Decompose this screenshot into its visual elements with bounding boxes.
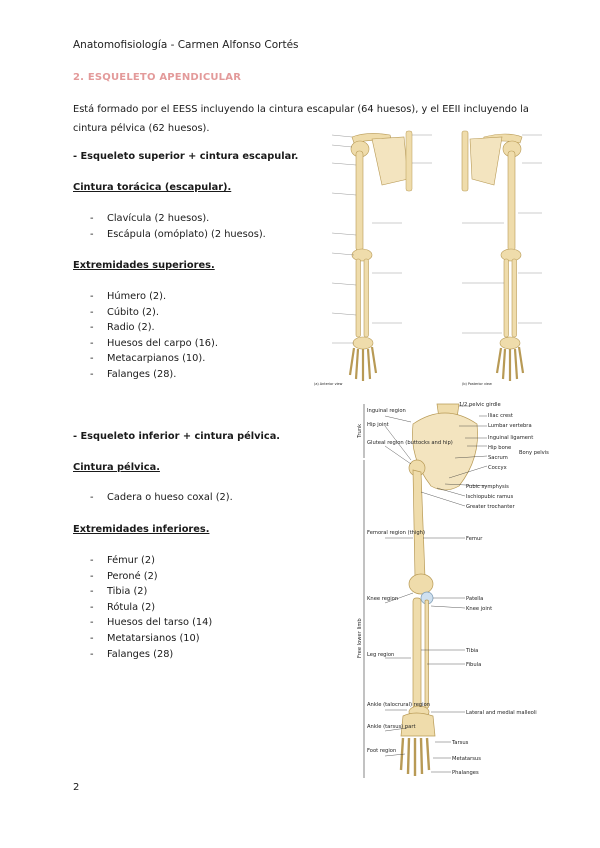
shoulder-girdle-title: Cintura torácica (escapular). (73, 182, 232, 193)
upper-limb-title: Extremidades superiores. (73, 260, 215, 271)
upper-skeleton-heading: - Esqueleto superior + cintura escapular… (73, 151, 299, 162)
list-item: -Cúbito (2). (90, 306, 159, 318)
list-item: -Falanges (28) (90, 648, 174, 660)
caption-anterior: (a) Anterior view (314, 382, 343, 386)
upper-limb-skeleton-figure: (a) Anterior view (b) Posterior view (312, 123, 564, 388)
label-tarsus: Tarsus (451, 740, 469, 746)
label-metatarsus: Metatarsus (452, 756, 481, 762)
anterior-vertebra (405, 130, 413, 192)
page-header: Anatomofisiología - Carmen Alfonso Corté… (73, 39, 299, 51)
label-hip-joint: Hip joint (367, 422, 389, 428)
section-title: 2. ESQUELETO APENDICULAR (73, 72, 242, 83)
label-iliac-crest: Iliac crest (488, 413, 513, 419)
list-item: -Huesos del tarso (14) (90, 617, 213, 629)
list-item: -Peroné (2) (90, 570, 158, 582)
label-pubic-symphysis: Pubic symphysis (466, 484, 509, 490)
list-item: -Rótula (2) (90, 601, 156, 613)
label-greater-trochanter: Greater trochanter (466, 504, 515, 510)
label-gluteal-region: Gluteal region (buttocks and hip) (367, 440, 453, 446)
label-half-pelvic-girdle: 1/2 pelvic girdle (459, 402, 501, 408)
list-item: -Fémur (2) (90, 555, 155, 566)
list-item: -Húmero (2). (90, 291, 167, 302)
label-malleoli: Lateral and medial malleoli (466, 710, 537, 716)
label-coccyx: Coccyx (488, 465, 507, 471)
trunk-side-label: Trunk (357, 424, 363, 439)
lower-limb-bones (399, 403, 478, 776)
posterior-arm (461, 130, 525, 381)
label-fibula: Fibula (466, 662, 481, 668)
lower-limb-skeleton-figure: Trunk Free lower limb (355, 398, 555, 780)
label-foot-region: Foot region (367, 748, 396, 754)
label-inguinal-ligament: Inguinal ligament (488, 435, 533, 441)
label-knee-region: Knee region (367, 596, 398, 602)
lower-limb-list: -Fémur (2) -Peroné (2) -Tibia (2) -Rótul… (90, 553, 212, 662)
leader-lines (384, 405, 488, 773)
label-bony-pelvis: Bony pelvis (519, 450, 549, 456)
list-item: -Clavícula (2 huesos). (90, 213, 210, 224)
label-ankle-tarsus: Ankle (tarsus) part (367, 724, 416, 730)
upper-limb-list: -Húmero (2). -Cúbito (2). -Radio (2). -H… (90, 289, 218, 383)
list-item: -Metacarpianos (10). (90, 353, 206, 365)
caption-posterior: (b) Posterior view (462, 382, 492, 386)
list-item: -Falanges (28). (90, 368, 177, 380)
label-ischiopubic-ramus: Ischiopubic ramus (466, 494, 513, 500)
list-item: -Huesos del carpo (16). (90, 337, 218, 349)
label-leg-region: Leg region (367, 652, 394, 658)
free-limb-side-label: Free lower limb (357, 618, 363, 658)
list-item: -Tibia (2) (90, 586, 148, 598)
pelvic-girdle-list: -Cadera o hueso coxal (2). (90, 490, 233, 506)
leader-lines (331, 134, 542, 344)
label-phalanges: Phalanges (452, 770, 479, 776)
list-item: -Escápula (omóplato) (2 huesos). (90, 228, 266, 240)
label-hip-bone: Hip bone (488, 445, 511, 451)
label-femur: Femur (466, 536, 483, 542)
shoulder-girdle-list: -Clavícula (2 huesos). -Escápula (omópla… (90, 211, 266, 242)
lower-skeleton-heading: - Esqueleto inferior + cintura pélvica. (73, 431, 281, 442)
label-inguinal-region: Inguinal region (367, 408, 406, 414)
label-tibia: Tibia (465, 648, 478, 654)
list-item: -Cadera o hueso coxal (2). (90, 492, 233, 503)
lower-limb-title: Extremidades inferiores. (73, 524, 210, 535)
intro-paragraph: Está formado por el EESS incluyendo la c… (73, 104, 529, 134)
label-lumbar-vertebra: Lumbar vertebra (488, 423, 532, 429)
page-number: 2 (73, 782, 80, 793)
label-sacrum: Sacrum (488, 455, 508, 461)
list-item: -Metatarsianos (10) (90, 632, 200, 644)
pelvic-girdle-title: Cintura pélvica. (73, 462, 160, 473)
label-femoral-region: Femoral region (thigh) (367, 530, 425, 536)
label-ankle-talocrural: Ankle (talocrural) region (367, 702, 430, 708)
list-item: -Radio (2). (90, 322, 155, 334)
label-knee-joint: Knee joint (466, 606, 492, 612)
label-patella: Patella (466, 596, 483, 602)
